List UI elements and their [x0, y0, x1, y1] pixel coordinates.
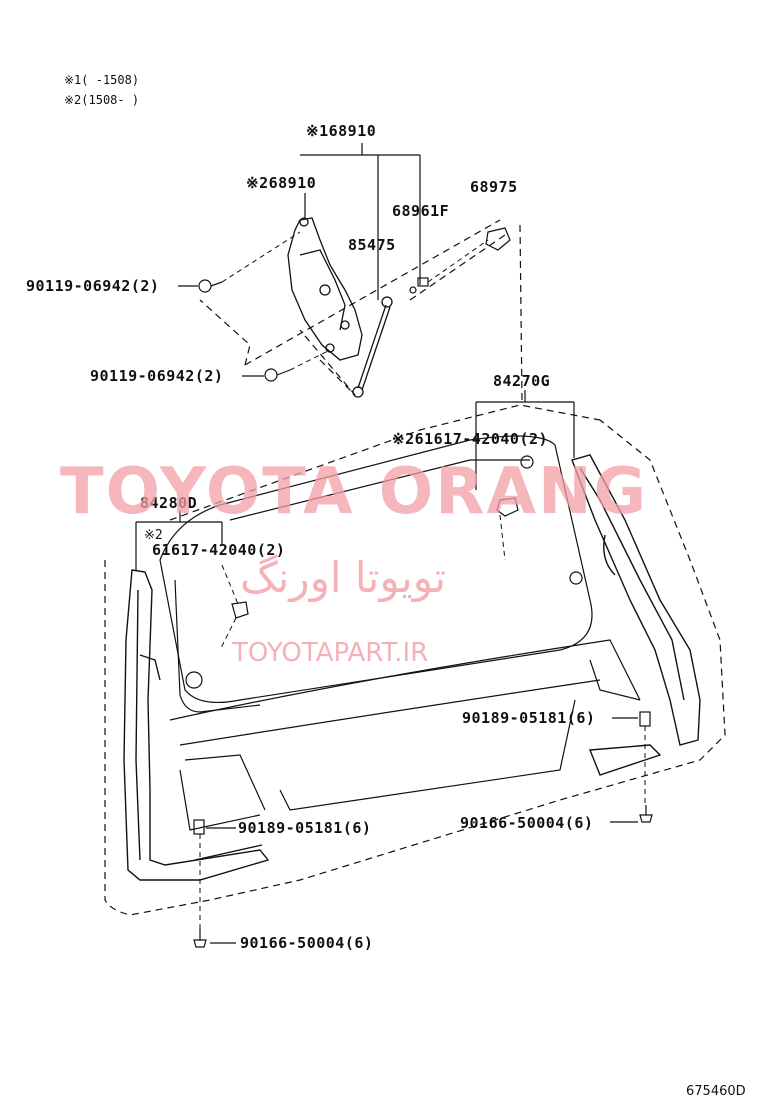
label-90189-right[interactable]: 90189-05181(6) — [462, 709, 596, 727]
watermark-brand: TOYOTA ORANG — [60, 455, 649, 529]
label-85475[interactable]: 85475 — [348, 236, 396, 254]
label-68975[interactable]: 68975 — [470, 178, 518, 196]
back-door-outline — [104, 219, 726, 916]
clip-90189-right — [639, 711, 651, 727]
label-84280D[interactable]: 84280D — [140, 494, 198, 512]
label-90119-a[interactable]: 90119-06942(2) — [26, 277, 160, 295]
label-90166-right[interactable]: 90166-50004(6) — [460, 814, 594, 832]
back-door-body — [159, 435, 641, 831]
label-68910-1[interactable]: ※168910 — [306, 122, 377, 140]
label-90166-left[interactable]: 90166-50004(6) — [240, 934, 374, 952]
bolt-90119-a — [198, 279, 223, 293]
rod-85475 — [352, 296, 393, 398]
screw-90166-left — [193, 928, 207, 948]
garnish-right-84270G — [571, 454, 701, 776]
label-61617-left[interactable]: 61617-42040(2) — [152, 541, 286, 559]
label-90189-left[interactable]: 90189-05181(6) — [238, 819, 372, 837]
dashed-leaders — [199, 231, 646, 928]
note-2: ※2(1508- ) — [64, 93, 140, 107]
label-90119-b[interactable]: 90119-06942(2) — [90, 367, 224, 385]
watermark-url: TOYOTAPART.IR — [232, 638, 429, 668]
diagram-code: 675460D — [686, 1084, 746, 1099]
watermark-persian: تویوتا اورنگ — [240, 553, 447, 602]
clip-90189-left — [193, 819, 205, 835]
label-61617-right[interactable]: ※261617-42040(2) — [392, 430, 549, 448]
leader-lines — [135, 143, 638, 944]
note-1: ※1( -1508) — [64, 73, 140, 87]
lock-assembly-68910 — [287, 217, 363, 361]
bumper-68975 — [485, 227, 511, 251]
clip-68961F — [409, 277, 429, 294]
clip-61617-right — [496, 497, 519, 517]
bolt-90119-b — [264, 368, 291, 382]
garnish-left-84280D — [123, 569, 270, 881]
label-68961F[interactable]: 68961F — [392, 202, 450, 220]
label-68910-2[interactable]: ※268910 — [246, 174, 317, 192]
label-61617-left-mark: ※2 — [144, 528, 163, 543]
clip-61617-left — [231, 601, 249, 619]
label-84270G[interactable]: 84270G — [493, 372, 551, 390]
screw-90166-right — [639, 805, 653, 823]
